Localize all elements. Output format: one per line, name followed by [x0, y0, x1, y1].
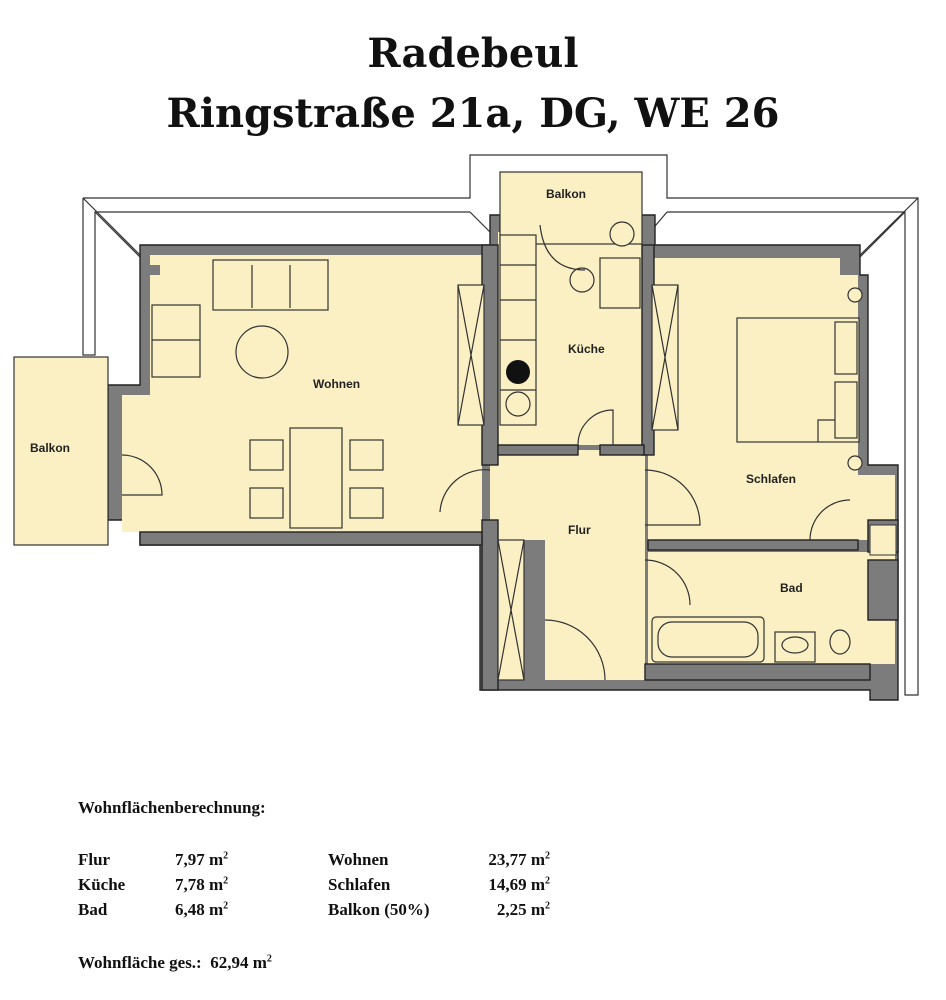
label-kueche: Küche — [568, 342, 605, 356]
wardrobes — [457, 284, 679, 681]
door-swings — [121, 409, 851, 681]
chair-icon — [349, 487, 384, 519]
bathroom-fixtures — [651, 616, 851, 663]
nightstand-lamp-icon — [847, 287, 863, 303]
label-balkon-left: Balkon — [30, 441, 70, 455]
label-balkon-top: Balkon — [546, 187, 586, 201]
chair-icon — [569, 267, 595, 293]
label-bad: Bad — [780, 581, 803, 595]
calc-row-value: 14,69 m2 — [488, 875, 550, 894]
label-wohnen: Wohnen — [313, 377, 360, 391]
calc-row-value: 23,77 m2 — [488, 850, 550, 869]
title-city: Radebeul — [367, 30, 579, 77]
calc-row-name: Schlafen — [328, 875, 391, 894]
sofa — [212, 259, 329, 311]
chair-icon — [609, 221, 635, 247]
living-furniture — [151, 259, 384, 529]
balcony-left-floor — [13, 356, 109, 546]
calc-row-name: Wohnen — [328, 850, 389, 869]
calc-total: Wohnfläche ges.: 62,94 m2 — [78, 953, 272, 972]
calc-row-name: Balkon (50%) — [328, 900, 430, 919]
calc-heading: Wohnflächenberechnung: — [78, 798, 266, 817]
dining-table — [289, 427, 343, 529]
title-address: Ringstraße 21a, DG, WE 26 — [166, 90, 780, 137]
armchair — [151, 304, 201, 378]
floor-plan: Balkon Balkon Wohnen Küche Schlafen Flur… — [13, 154, 919, 701]
coffee-table — [235, 325, 289, 379]
stove-plate-icon — [506, 360, 530, 384]
calc-row-value: 7,97 m2 — [175, 850, 229, 869]
chair-icon — [249, 439, 284, 471]
room-wohnen-floor — [122, 255, 482, 532]
kitchen-units — [499, 221, 641, 426]
calc-row-name: Flur — [78, 850, 111, 869]
chair-icon — [349, 439, 384, 471]
nightstand-lamp-icon — [847, 455, 863, 471]
chair-icon — [249, 487, 284, 519]
calc-row-name: Bad — [78, 900, 108, 919]
sink-icon — [505, 391, 531, 417]
calc-row-value: 2,25 m2 — [496, 900, 550, 919]
calc-row-value: 7,78 m2 — [175, 875, 229, 894]
toilet — [829, 629, 851, 655]
label-schlafen: Schlafen — [746, 472, 796, 486]
calc-row-name: Küche — [78, 875, 126, 894]
bedroom-furniture — [736, 287, 863, 471]
calc-row-value: 6,48 m2 — [175, 900, 229, 919]
inner-walls — [139, 244, 899, 691]
room-flur-floor — [490, 450, 645, 680]
label-flur: Flur — [568, 523, 591, 537]
